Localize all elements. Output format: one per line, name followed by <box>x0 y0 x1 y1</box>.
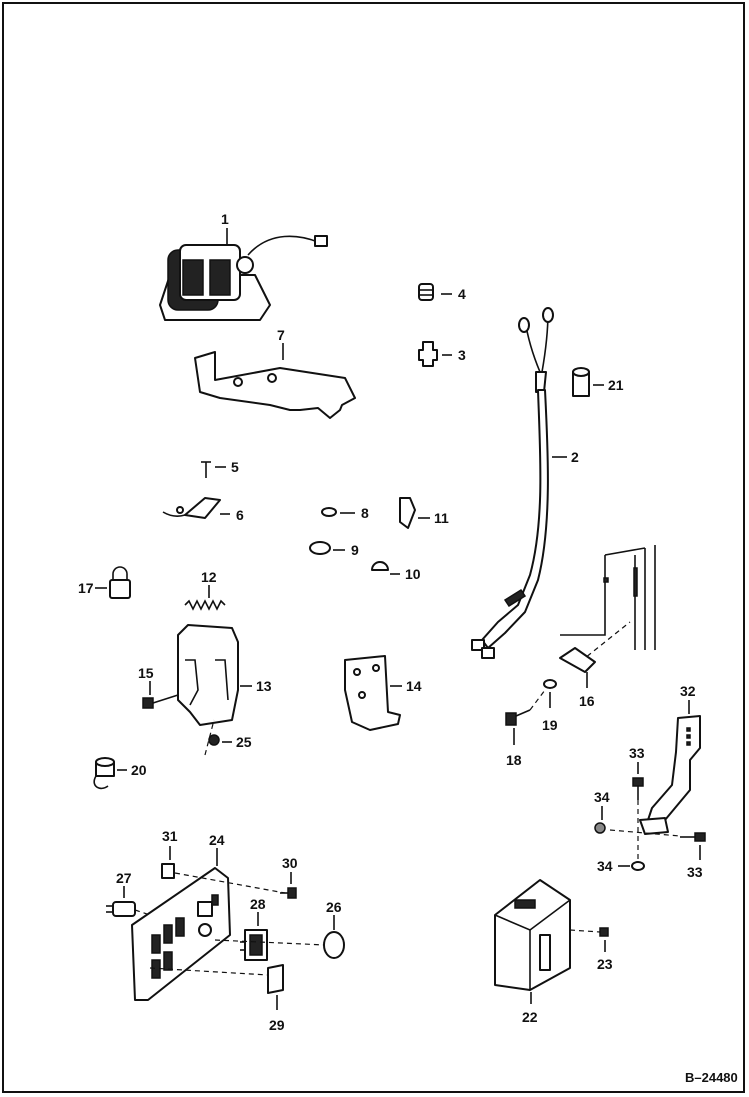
part-2-wire-harness <box>471 307 554 659</box>
dashline-33-side <box>609 829 681 837</box>
machine-frame-section <box>560 545 656 650</box>
part-29-label <box>267 964 284 994</box>
part-11-clip <box>399 497 416 529</box>
label-34a: 34 <box>594 789 610 805</box>
dashline-18 <box>529 689 546 711</box>
part-22-box <box>494 879 571 991</box>
dashline-25 <box>204 719 215 756</box>
part-8-washer <box>321 507 337 517</box>
label-25: 25 <box>236 734 252 750</box>
label-29: 29 <box>269 1017 285 1033</box>
part-30-screw <box>280 887 297 899</box>
label-2: 2 <box>571 449 579 465</box>
label-34b: 34 <box>597 858 613 874</box>
part-21-sleeve <box>572 367 590 397</box>
label-17: 17 <box>78 580 94 596</box>
label-22: 22 <box>522 1009 538 1025</box>
label-10: 10 <box>405 566 421 582</box>
label-13: 13 <box>256 678 272 694</box>
part-18-bolt <box>505 709 531 726</box>
label-26: 26 <box>326 899 342 915</box>
label-27: 27 <box>116 870 132 886</box>
part-27-component <box>106 901 136 917</box>
part-19-spacer <box>543 679 557 689</box>
label-31: 31 <box>162 828 178 844</box>
label-6: 6 <box>236 507 244 523</box>
part-7-bracket <box>194 351 356 419</box>
label-18: 18 <box>506 752 522 768</box>
part-3-fitting <box>418 341 438 367</box>
part-13-latch <box>177 624 239 726</box>
label-11: 11 <box>434 510 449 526</box>
part-33-screw-side <box>680 832 706 842</box>
dashline-frame <box>579 621 631 663</box>
part-20-cap <box>93 757 115 790</box>
part-28-rocker-switch <box>240 929 268 961</box>
part-9-grommet <box>309 541 331 555</box>
label-9: 9 <box>351 542 359 558</box>
label-19: 19 <box>542 717 558 733</box>
figure-reference: B–24480 <box>685 1070 738 1085</box>
label-21: 21 <box>608 377 624 393</box>
part-31-plate <box>161 863 175 879</box>
dashline-27 <box>134 909 151 916</box>
label-5: 5 <box>231 459 239 475</box>
part-5-screw <box>201 461 211 478</box>
part-6-switch <box>162 497 221 519</box>
part-23-screw <box>599 927 609 937</box>
part-17-padlock <box>109 566 131 599</box>
label-14: 14 <box>406 678 422 694</box>
part-15-bolt <box>142 694 179 709</box>
dashline-31 <box>174 872 286 894</box>
part-25-nut <box>208 734 220 746</box>
label-20: 20 <box>131 762 147 778</box>
part-34-nut-left <box>594 822 606 834</box>
label-32: 32 <box>680 683 696 699</box>
part-14-plate <box>344 655 401 731</box>
label-30: 30 <box>282 855 298 871</box>
label-28: 28 <box>250 896 266 912</box>
label-33b: 33 <box>687 864 703 880</box>
label-24: 24 <box>209 832 225 848</box>
part-12-spring <box>184 599 226 611</box>
label-33a: 33 <box>629 745 645 761</box>
part-33-screw-top <box>632 777 644 800</box>
label-1: 1 <box>221 211 229 227</box>
label-15: 15 <box>138 665 154 681</box>
label-23: 23 <box>597 956 613 972</box>
part-26-plug <box>323 931 345 959</box>
part-34-nut-bottom <box>631 861 645 871</box>
dashline-28 <box>214 939 326 946</box>
label-12: 12 <box>201 569 217 585</box>
label-16: 16 <box>579 693 595 709</box>
part-4-bushing <box>418 283 434 301</box>
dashline-29 <box>149 967 269 976</box>
part-16-bracket <box>559 647 596 673</box>
label-3: 3 <box>458 347 466 363</box>
part-1-backup-alarm <box>159 235 328 321</box>
dashline-22 <box>569 929 601 933</box>
label-4: 4 <box>458 286 466 302</box>
part-10-nut <box>371 561 389 571</box>
label-8: 8 <box>361 505 369 521</box>
part-24-panel <box>131 867 231 1001</box>
label-7: 7 <box>277 327 285 343</box>
part-32-pedal <box>639 715 701 835</box>
